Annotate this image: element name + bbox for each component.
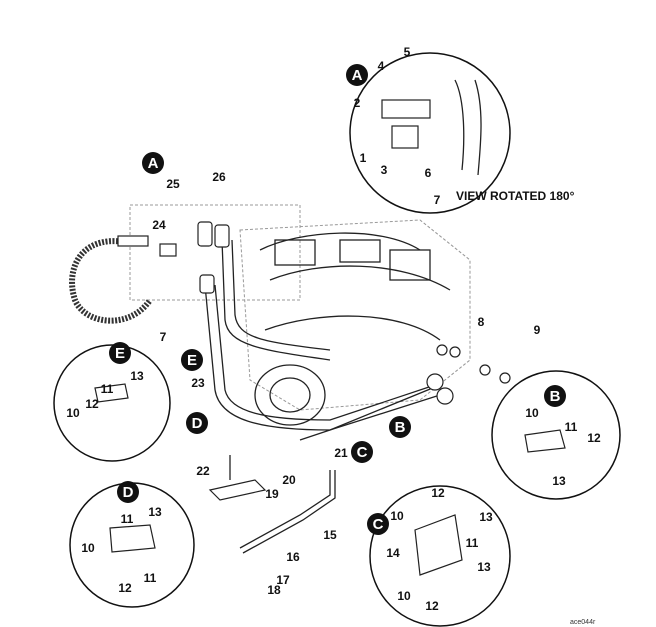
part-number-view-c: 10: [397, 589, 411, 603]
part-number-view-c: 12: [425, 599, 439, 613]
callout-letter: D: [123, 484, 134, 501]
callout-badge-a: [142, 152, 164, 174]
part-number-view-a: 1: [360, 151, 367, 165]
part-number-view-a: 2: [354, 96, 361, 110]
callout-letter: C: [357, 444, 368, 461]
callout-badge-c: [367, 513, 389, 535]
detail-circles: [53, 52, 621, 627]
callout-badge-b: [389, 416, 411, 438]
part-number-view-a: 5: [404, 45, 411, 59]
callout-badge-d: [117, 481, 139, 503]
engine-illustration: [69, 204, 511, 554]
part-number-main: 23: [191, 376, 205, 390]
part-number-view-a: 4: [378, 59, 385, 73]
part-number-view-c: 13: [479, 510, 493, 524]
part-number-view-a: 7: [434, 193, 441, 207]
callout-badge-b: [544, 385, 566, 407]
part-number-main: 15: [323, 528, 337, 542]
part-number-view-c: 12: [431, 486, 445, 500]
part-number-view-d: 12: [118, 581, 132, 595]
detail-view-e: [53, 344, 171, 462]
part-number-main: 26: [212, 170, 226, 184]
part-number-main: 20: [282, 473, 296, 487]
part-number-main: 17: [276, 573, 290, 587]
detail-view-c: [369, 485, 511, 627]
part-number-main: 9: [534, 323, 541, 337]
part-number-view-c: 11: [466, 536, 479, 550]
part-number-main: 21: [334, 446, 348, 460]
detail-view-b: [491, 370, 621, 500]
part-number-main: 16: [286, 550, 300, 564]
part-number-view-a: 3: [381, 163, 388, 177]
part-number-view-c: 10: [390, 509, 404, 523]
callout-letter: C: [373, 516, 384, 533]
part-number-view-a: 6: [425, 166, 432, 180]
part-number-view-c: 14: [386, 546, 400, 560]
part-number-view-e: 13: [130, 369, 144, 383]
part-number-main: 22: [196, 464, 210, 478]
part-number-main: 24: [152, 218, 166, 232]
part-number-view-b: 13: [552, 474, 566, 488]
part-number-main: 7: [160, 330, 167, 344]
callout-letter: A: [148, 155, 159, 172]
part-number-view-d: 11: [121, 512, 134, 526]
part-number-view-e: 11: [101, 382, 114, 396]
part-number-view-e: 10: [66, 406, 80, 420]
part-number-main: 8: [478, 315, 485, 329]
callout-badge-a: [346, 64, 368, 86]
callout-letter: E: [187, 352, 197, 369]
part-number-main: 25: [166, 177, 180, 191]
part-number-main: 18: [267, 583, 281, 597]
callout-letter: E: [115, 345, 125, 362]
callout-badge-c: [351, 441, 373, 463]
part-number-main: 19: [265, 487, 279, 501]
callout-letter: A: [352, 67, 363, 84]
part-number-view-b: 12: [587, 431, 601, 445]
callout-letter: B: [395, 419, 406, 436]
part-number-view-b: 11: [565, 420, 578, 434]
callout-letter: D: [192, 415, 203, 432]
part-number-view-d: 13: [148, 505, 162, 519]
view-rotated-caption: VIEW ROTATED 180°: [456, 189, 575, 203]
detail-view-a: [349, 52, 511, 214]
part-number-view-c: 13: [477, 560, 491, 574]
part-number-view-d: 11: [144, 571, 157, 585]
part-number-view-b: 10: [525, 406, 539, 420]
callout-group: A A E E D D B B C C: [109, 64, 566, 535]
callout-badge-e: [181, 349, 203, 371]
part-number-view-e: 12: [85, 397, 99, 411]
part-number-view-d: 10: [81, 541, 95, 555]
callout-badge-d: [186, 412, 208, 434]
drawing-code: ace044r: [570, 619, 596, 626]
callout-badge-e: [109, 342, 131, 364]
callout-letter: B: [550, 388, 561, 405]
